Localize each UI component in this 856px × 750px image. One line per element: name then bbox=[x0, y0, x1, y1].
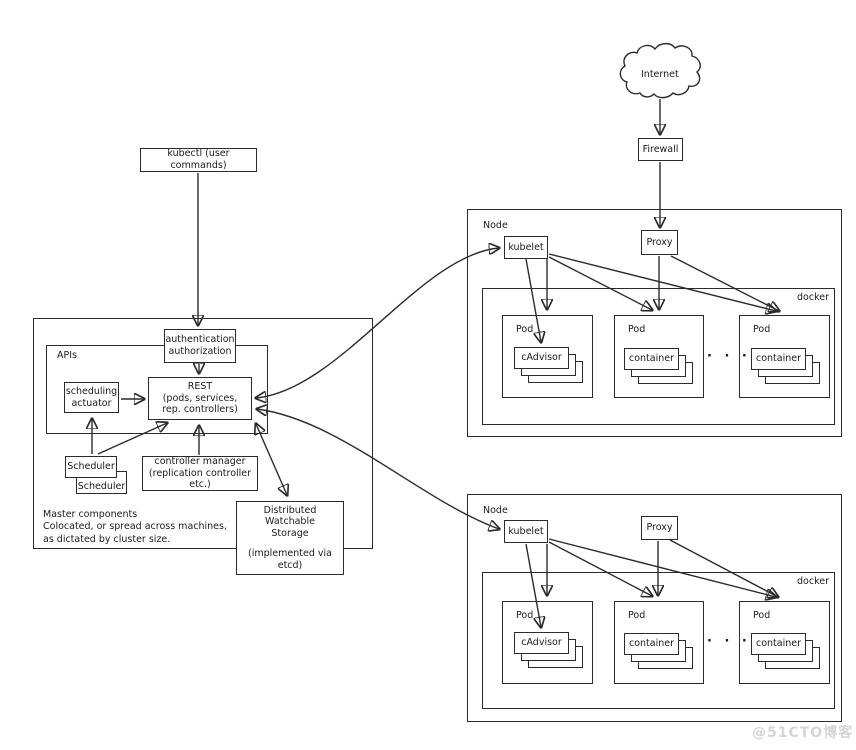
cadvisor-label: cAdvisor bbox=[521, 352, 562, 364]
actuator-line1: scheduling bbox=[65, 385, 118, 397]
scheduler-front-label: Scheduler bbox=[67, 461, 115, 473]
node-top-pod-ellipsis: · · · bbox=[707, 349, 751, 364]
container-label: container bbox=[628, 638, 674, 650]
auth-box: authentication authorization bbox=[164, 329, 236, 363]
node-bottom-cadvisor-box: cAdvisor bbox=[514, 632, 569, 654]
node-bottom-pod-2 bbox=[614, 601, 704, 684]
node-top-pod-1 bbox=[502, 315, 593, 398]
actuator-line2: actuator bbox=[71, 397, 112, 409]
container-label: container bbox=[755, 638, 801, 650]
node-top-proxy-box: Proxy bbox=[641, 230, 678, 255]
node-bottom-container-box-2: container bbox=[624, 633, 679, 655]
scheduling-actuator-box: scheduling actuator bbox=[64, 382, 119, 413]
arrow-kubelet-bottom-to-cadvisor bbox=[525, 543, 541, 627]
distributed-storage-box: Distributed Watchable Storage (implement… bbox=[236, 501, 344, 575]
node-top-kubelet-box: kubelet bbox=[504, 236, 548, 259]
rest-box: REST (pods, services, rep. controllers) bbox=[148, 377, 252, 420]
storage-line2: Watchable bbox=[265, 516, 315, 528]
node-bottom-pod2-label: Pod bbox=[628, 610, 646, 621]
kubectl-label: kubectl (user commands) bbox=[167, 148, 230, 171]
rest-line3: rep. controllers) bbox=[162, 404, 238, 416]
kubectl-box: kubectl (user commands) bbox=[140, 148, 257, 172]
cadvisor-label: cAdvisor bbox=[521, 637, 562, 649]
node-bottom-docker-label: docker bbox=[797, 576, 829, 587]
arrow-scheduler-to-rest bbox=[97, 423, 167, 455]
node-top-container-box-3: container bbox=[751, 348, 806, 370]
node-bottom-label: Node bbox=[483, 505, 508, 516]
node-bottom-pod-ellipsis: · · · bbox=[707, 634, 751, 649]
node-top-pod-2 bbox=[614, 315, 704, 398]
storage-line3: Storage bbox=[271, 527, 309, 539]
node-bottom-box bbox=[467, 494, 842, 722]
controller-manager-box: controller manager (replication controll… bbox=[142, 456, 258, 491]
firewall-label: Firewall bbox=[642, 143, 679, 155]
node-bottom-proxy-box: Proxy bbox=[641, 516, 678, 540]
scheduler-box-front: Scheduler bbox=[65, 456, 117, 478]
watermark-text: @51CTO博客 bbox=[752, 725, 854, 741]
controller-manager-line2: (replication controller etc.) bbox=[148, 467, 252, 491]
rest-line2: (pods, services, bbox=[162, 392, 238, 404]
node-top-pod-3 bbox=[739, 315, 830, 398]
node-top-label: Node bbox=[483, 220, 508, 231]
note-line2: Colocated, or spread across machines, bbox=[43, 521, 227, 533]
firewall-box: Firewall bbox=[638, 138, 683, 161]
scheduler-back-label: Scheduler bbox=[77, 481, 126, 493]
node-top-docker-label: docker bbox=[797, 292, 829, 303]
apis-label: APIs bbox=[57, 350, 77, 361]
internet-cloud-shape bbox=[619, 42, 701, 99]
node-top-pod2-label: Pod bbox=[628, 324, 646, 335]
node-top-pod1-label: Pod bbox=[516, 324, 534, 335]
node-bottom-kubelet-box: kubelet bbox=[504, 520, 548, 543]
proxy-label: Proxy bbox=[646, 522, 673, 534]
node-top-pod3-label: Pod bbox=[753, 324, 771, 335]
arrow-kubelet-top-to-cadvisor bbox=[525, 258, 541, 342]
storage-line1: Distributed bbox=[263, 504, 317, 516]
arrow-kubelet-bottom-to-pod3 bbox=[548, 538, 776, 597]
node-bottom-pod3-label: Pod bbox=[753, 610, 771, 621]
node-bottom-pod-1 bbox=[502, 601, 593, 684]
arrow-proxy-top-to-pod3 bbox=[670, 255, 779, 311]
node-bottom-container-box-3: container bbox=[751, 633, 806, 655]
kubelet-label: kubelet bbox=[508, 525, 544, 537]
container-label: container bbox=[628, 353, 674, 365]
arrow-kubelet-bottom-to-pod2 bbox=[548, 541, 652, 596]
arrow-kubelet-top-to-pod2 bbox=[548, 256, 652, 310]
arrow-rest-kubelet-bottom bbox=[257, 409, 499, 529]
arrow-kubelet-top-to-pod3 bbox=[548, 253, 776, 311]
arrow-rest-storage bbox=[256, 424, 287, 495]
master-components-note: Master components Colocated, or spread a… bbox=[43, 509, 227, 546]
kubelet-label: kubelet bbox=[508, 241, 544, 253]
internet-label: Internet bbox=[641, 69, 679, 80]
node-top-container-box-2: container bbox=[624, 348, 679, 370]
auth-line2: authorization bbox=[168, 346, 232, 357]
rest-line1: REST bbox=[187, 381, 213, 393]
node-bottom-pod-3 bbox=[739, 601, 830, 684]
arrow-proxy-bottom-to-pod3 bbox=[669, 539, 778, 597]
node-top-cadvisor-box: cAdvisor bbox=[514, 347, 569, 369]
arrow-rest-kubelet-top bbox=[256, 248, 499, 398]
storage-line4: (implemented via etcd) bbox=[248, 548, 332, 571]
controller-manager-line1: controller manager bbox=[154, 456, 246, 468]
note-line1: Master components bbox=[43, 509, 138, 520]
auth-line1: authentication bbox=[165, 334, 235, 346]
node-bottom-pod1-label: Pod bbox=[516, 610, 534, 621]
proxy-label: Proxy bbox=[646, 236, 673, 248]
container-label: container bbox=[755, 353, 801, 365]
note-line3: as dictated by cluster size. bbox=[43, 533, 171, 545]
